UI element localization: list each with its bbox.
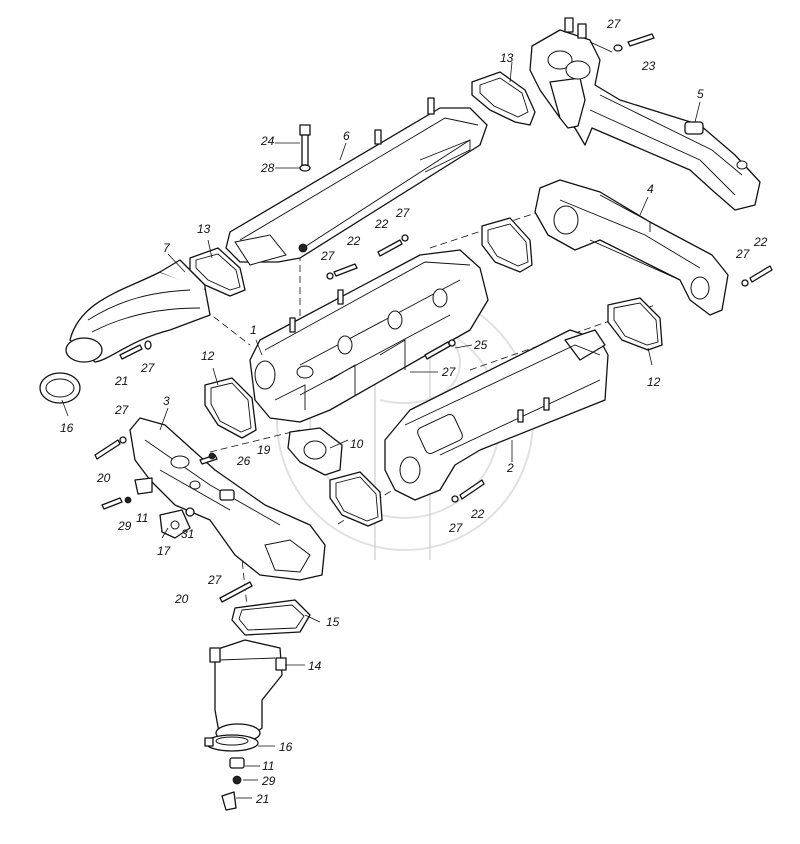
callout-20-lower: 20 <box>174 592 189 606</box>
callout-21-left: 21 <box>114 374 128 388</box>
part-14-outlet-elbow <box>209 639 287 743</box>
callout-13-left: 13 <box>197 222 211 236</box>
callout-22-center: 22 <box>374 217 389 231</box>
part-4-manifold-right <box>534 179 729 316</box>
callout-26: 26 <box>236 454 251 468</box>
callout-24: 24 <box>260 134 275 148</box>
callout-27-lower-right: 27 <box>448 521 464 535</box>
callout-27-top-right: 27 <box>606 17 622 31</box>
part-12-gasket-middle <box>329 471 383 527</box>
bolt-part-24 <box>299 124 311 172</box>
part-11-clip-upper <box>134 477 153 495</box>
bolt-part-29-left <box>101 496 132 510</box>
callout-29-lower: 29 <box>261 774 276 788</box>
callout-22-right: 22 <box>753 235 768 249</box>
callout-10: 10 <box>350 437 364 451</box>
callout-20-upper: 20 <box>96 471 111 485</box>
callout-27-center: 27 <box>395 206 411 220</box>
bolt-part-20-lower <box>219 581 253 603</box>
callout-22-mid: 22 <box>346 234 361 248</box>
callout-31: 31 <box>181 527 194 541</box>
bolt-part-25 <box>424 339 456 360</box>
bolt-part-23 <box>613 33 655 52</box>
callout-5: 5 <box>697 87 704 101</box>
part-12-gasket-left <box>204 377 257 439</box>
part-16-clamp-left <box>39 372 81 404</box>
callout-12-left: 12 <box>201 349 215 363</box>
part-17-bracket <box>159 509 191 539</box>
callout-27-mid: 27 <box>320 249 336 263</box>
callout-7: 7 <box>163 241 171 255</box>
callout-14: 14 <box>308 659 322 673</box>
callout-27-center-lower: 27 <box>441 365 457 379</box>
part-5-manifold-upper-right <box>529 17 761 211</box>
callout-13-upper: 13 <box>500 51 514 65</box>
nut-part-31 <box>185 507 195 517</box>
callout-27-far-left: 27 <box>114 403 130 417</box>
part-13-gasket-center-right <box>481 217 533 273</box>
callout-labels: 1 2 3 4 5 6 7 10 11 11 12 12 13 13 14 15… <box>60 17 768 806</box>
part-12-gasket-right <box>607 297 663 351</box>
part-6-heat-shield <box>225 97 488 266</box>
callout-29-left: 29 <box>117 519 132 533</box>
callout-25: 25 <box>473 338 488 352</box>
callout-22-lower: 22 <box>470 507 485 521</box>
callout-12-right: 12 <box>647 375 661 389</box>
callout-6: 6 <box>343 129 350 143</box>
part-2-manifold-lower <box>384 329 609 501</box>
callout-4: 4 <box>647 182 654 196</box>
callout-16-lower: 16 <box>279 740 293 754</box>
callout-27-left: 27 <box>140 361 156 375</box>
part-15-gasket <box>231 599 311 636</box>
callout-19: 19 <box>257 443 271 457</box>
callout-11-lower: 11 <box>262 759 274 773</box>
part-16-clamp-lower <box>204 734 259 752</box>
bolt-part-19-26 <box>199 452 218 465</box>
callout-2: 2 <box>506 461 514 475</box>
callout-3: 3 <box>163 394 170 408</box>
callout-1: 1 <box>250 323 257 337</box>
bolt-part-22-lower <box>451 479 485 503</box>
callout-21-lower: 21 <box>255 792 269 806</box>
part-3-manifold-left-lower <box>129 417 326 581</box>
bolt-part-20-upper <box>94 436 127 460</box>
callout-16-left: 16 <box>60 421 74 435</box>
part-10-gasket-small <box>287 427 343 476</box>
part-13-gasket-upper <box>471 71 536 126</box>
hardware-lower-stack <box>221 757 245 811</box>
part-13-gasket-left <box>189 247 246 297</box>
callout-27-lower: 27 <box>207 573 223 587</box>
bolt-part-21-left <box>119 340 152 360</box>
bolt-part-22-right <box>741 265 773 287</box>
callout-15: 15 <box>326 615 340 629</box>
callout-17: 17 <box>157 544 172 558</box>
bolt-part-22-upper <box>377 234 409 257</box>
part-1-exhaust-manifold <box>249 249 489 423</box>
part-7-elbow-pipe <box>65 259 211 363</box>
callout-11-upper: 11 <box>136 511 148 525</box>
callout-28: 28 <box>260 161 275 175</box>
callout-23: 23 <box>641 59 656 73</box>
callout-27-right: 27 <box>735 247 751 261</box>
leader-lines <box>61 41 701 799</box>
bolt-part-22-mid <box>326 263 358 280</box>
